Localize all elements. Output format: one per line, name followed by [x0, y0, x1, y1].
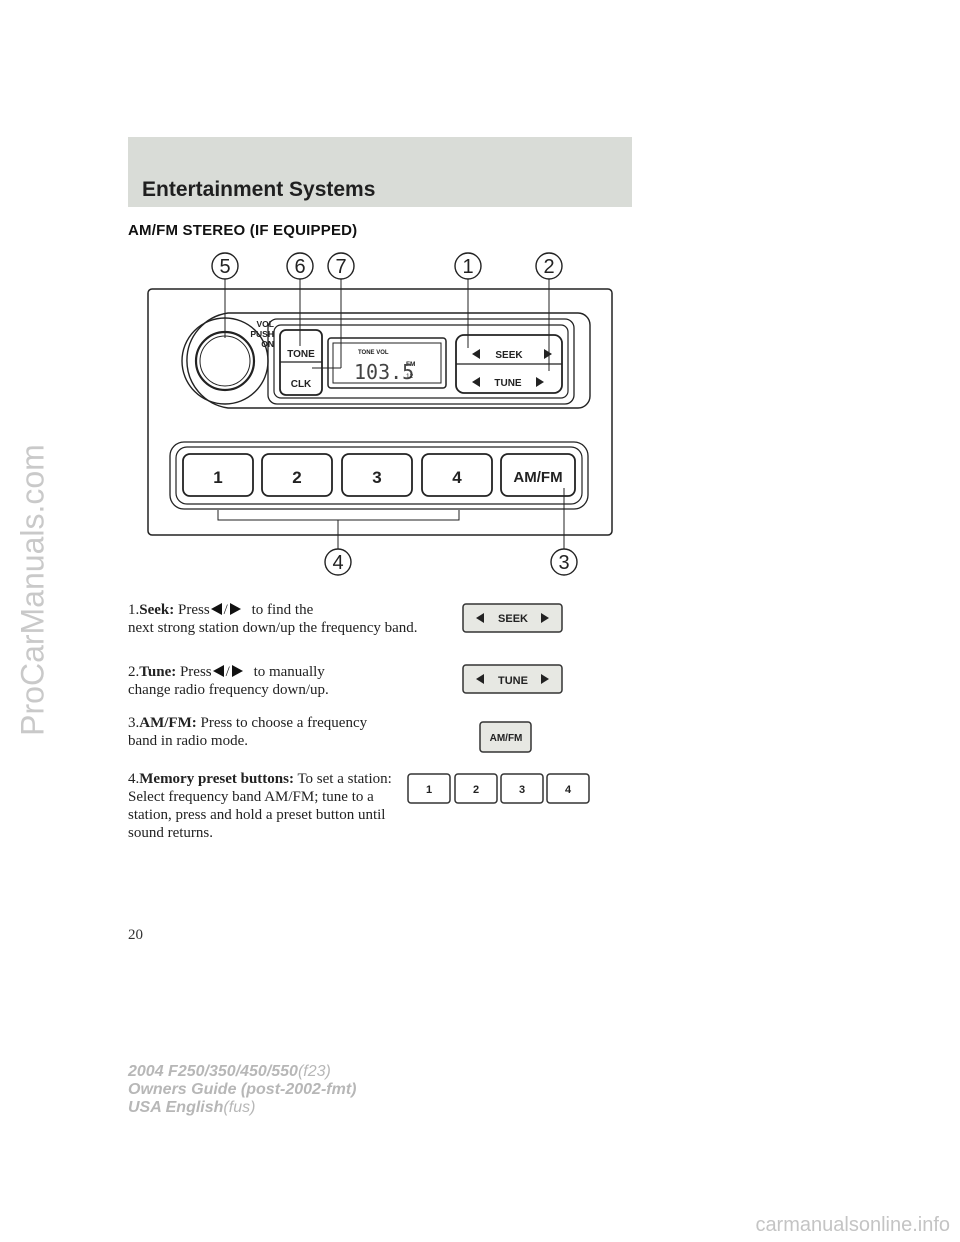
svg-text:12: 12: [406, 373, 414, 380]
svg-text:AM/FM: AM/FM: [490, 733, 523, 744]
right-arrow-icon: [231, 665, 243, 677]
item-tune: 2.Tune: Press/ to manually change radio …: [128, 664, 329, 698]
svg-text:1: 1: [213, 468, 222, 487]
svg-text:2: 2: [292, 468, 301, 487]
watermark-bottom: carmanualsonline.info: [755, 1214, 950, 1236]
svg-text:FM: FM: [406, 361, 415, 368]
item-seek: 1.Seek: Press/ to find the next strong s…: [128, 602, 418, 636]
item-memory-presets: 4.Memory preset buttons: To set a statio…: [128, 771, 392, 841]
callout-5: 5: [219, 256, 230, 278]
svg-text:TONE VOL: TONE VOL: [358, 350, 389, 356]
svg-text:4: 4: [565, 784, 572, 796]
preset-buttons-image: 1 2 3 4: [407, 773, 590, 804]
callout-3: 3: [558, 552, 569, 574]
callout-4: 4: [332, 552, 343, 574]
preset-button-3: [341, 453, 413, 497]
preset-button-1: [182, 453, 254, 497]
svg-text:TONE: TONE: [287, 349, 315, 360]
watermark-vertical: ProCarManuals.com: [14, 444, 51, 736]
left-arrow-icon: [212, 665, 224, 677]
document-footer: 2004 F250/350/450/550(f23) Owners Guide …: [128, 1063, 357, 1116]
left-arrow-icon: [210, 603, 222, 615]
svg-text:PUSH: PUSH: [250, 329, 274, 339]
svg-text:103.5: 103.5: [354, 360, 414, 384]
svg-text:TUNE: TUNE: [498, 675, 528, 687]
svg-text:AM/FM: AM/FM: [513, 469, 562, 486]
page-number: 20: [128, 927, 143, 943]
callout-6: 6: [294, 256, 305, 278]
amfm-button: [500, 453, 576, 497]
svg-text:ON: ON: [261, 339, 274, 349]
svg-text:SEEK: SEEK: [498, 613, 528, 625]
preset-button-4: [421, 453, 493, 497]
amfm-button-image: AM/FM: [479, 721, 532, 753]
seek-button-image: SEEK: [462, 603, 563, 633]
svg-text:2: 2: [473, 784, 479, 796]
preset-button-2: [261, 453, 333, 497]
svg-text:SEEK: SEEK: [495, 350, 523, 361]
item-amfm: 3.AM/FM: Press to choose a frequency ban…: [128, 715, 368, 749]
section-heading: AM/FM STEREO (IF EQUIPPED): [128, 222, 358, 239]
right-arrow-icon: [229, 603, 241, 615]
display-screen: [327, 337, 447, 389]
svg-text:CLK: CLK: [291, 379, 312, 390]
callout-1: 1: [462, 256, 473, 278]
tune-button-image: TUNE: [462, 664, 563, 694]
svg-text:1: 1: [426, 784, 432, 796]
callout-7: 7: [335, 256, 346, 278]
volume-knob: [194, 330, 256, 392]
page-header-title: Entertainment Systems: [142, 178, 376, 201]
callout-2: 2: [543, 256, 554, 278]
svg-text:4: 4: [452, 468, 462, 487]
svg-text:VOL: VOL: [257, 319, 274, 329]
svg-text:3: 3: [372, 468, 381, 487]
svg-text:TUNE: TUNE: [494, 378, 522, 389]
knob-housing: [186, 312, 591, 409]
radio-faceplate: [147, 288, 613, 536]
radio-diagram: 5 6 7 1 2 4 3 VOL PUSH ON TONE CLK TONE …: [147, 252, 613, 576]
svg-text:3: 3: [519, 784, 525, 796]
header-band: [128, 137, 632, 207]
